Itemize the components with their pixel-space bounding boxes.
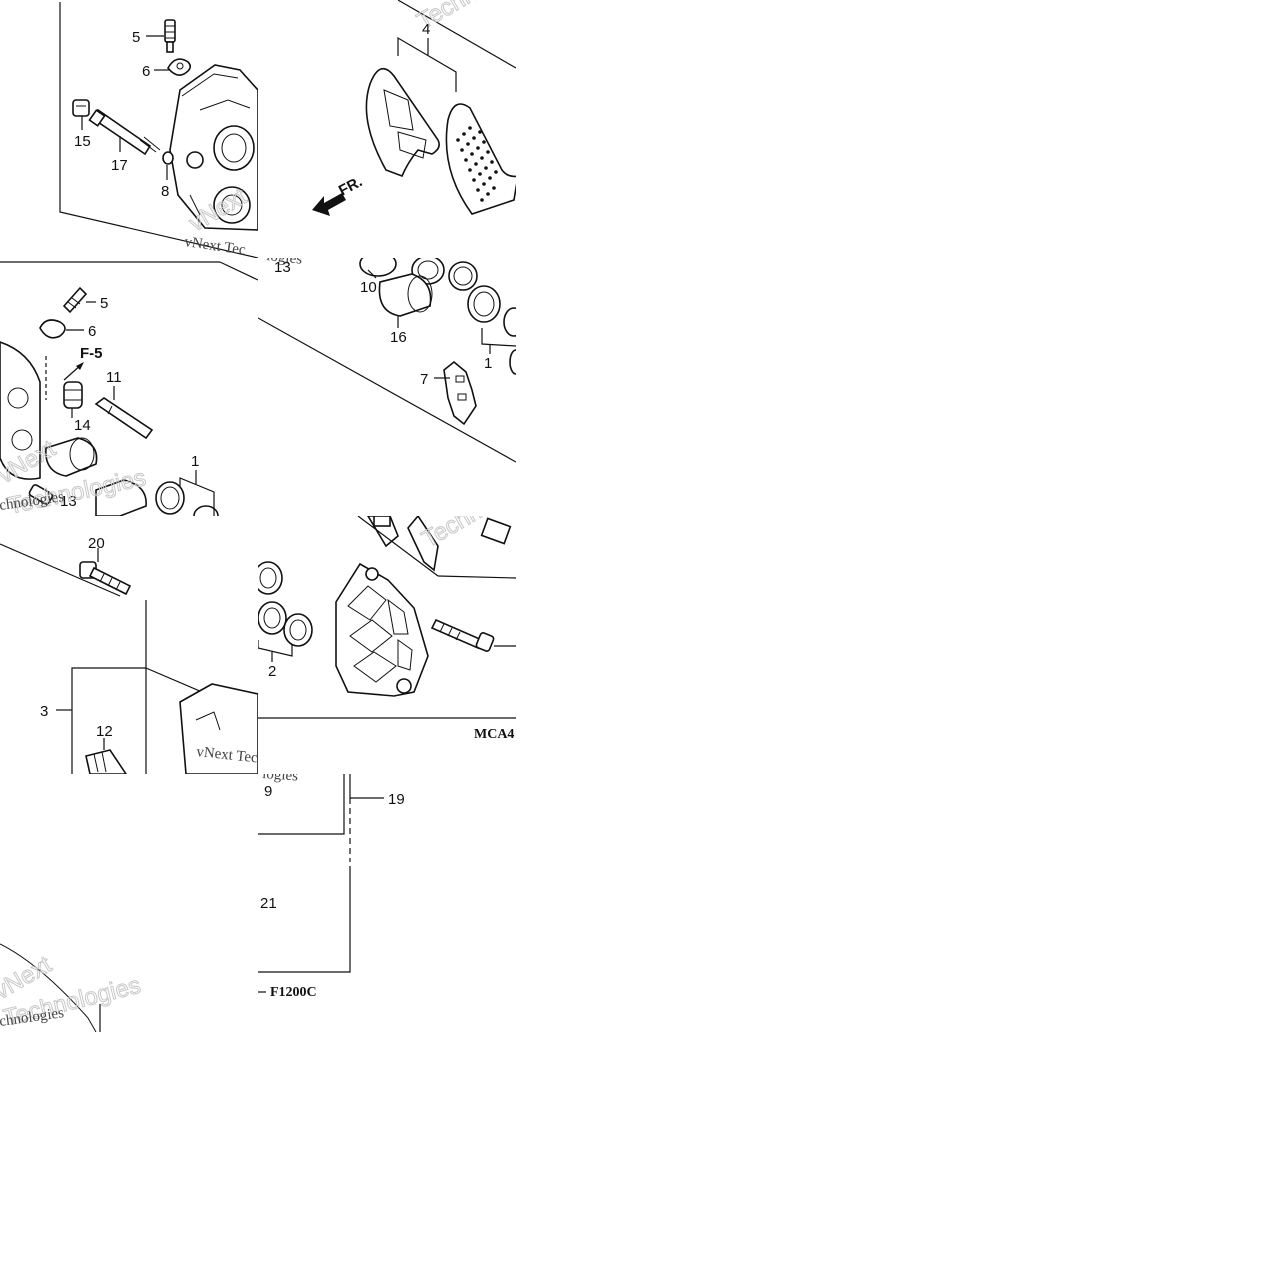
callout-6: 6 [88,323,96,340]
drawing-code: F1200C [270,985,317,1000]
callout-17: 17 [111,157,128,174]
callout-16: 16 [390,329,407,346]
watermark-text: logies [262,774,299,785]
mounting-bolt-part [430,618,495,652]
callout-5: 5 [100,295,108,312]
diagram-tile-brake-pads: Techno 4 [258,0,516,258]
callout-9: 9 [264,783,272,800]
callout-11: 11 [106,369,122,386]
callout-4: 4 [422,21,430,38]
callout-21: 21 [260,895,277,912]
washer-part [162,151,174,165]
pin-boot-part [63,381,83,409]
section-reference: F-5 [80,345,103,362]
callout-5: 5 [132,29,140,46]
callout-1: 1 [191,453,199,470]
bleeder-cap-part [167,58,192,76]
callout-14: 14 [74,417,91,434]
callout-19: 19 [388,791,405,808]
bleeder-cap-part [39,319,66,339]
caliper-bracket-part [179,683,258,774]
callout-7: 7 [420,371,428,388]
diagram-tile-caliper-outer: Techno 2 [258,516,516,774]
brake-pad-outer-part [445,103,516,215]
callout-20: 20 [88,535,105,552]
brake-pad-inner-part [365,67,440,178]
callout-6: 6 [142,63,150,80]
callout-13: 13 [60,493,77,510]
piston-seal-part [155,481,185,515]
watermark-text: logies [266,258,303,268]
watermark-text: vNext Tec [183,234,247,258]
caliper-outer-part [335,562,429,697]
drawing-code: MCA4 [474,727,514,742]
callout-2: 2 [268,663,276,680]
diagram-tile-caliper-side: 5 6 F-5 14 11 [0,258,258,516]
diagram-tile-assembly-legend: logies 9 19 21 F1200C [258,774,516,1032]
piston-seal-part [258,561,313,647]
caliper-half-part [0,341,41,480]
pad-spring-part [443,360,477,426]
callout-8: 8 [161,183,169,200]
caliper-nut-part [72,99,90,117]
front-direction-arrow-icon [312,193,346,216]
small-bolt-part [28,484,54,505]
slide-pin-part [94,397,154,440]
diagram-tile-pistons-seals: logies 13 10 16 [258,258,516,516]
bleeder-screw-part [164,19,176,53]
bleeder-screw-part [62,286,88,314]
pin-bolt-part [88,108,161,156]
callout-10: 10 [360,279,377,296]
caliper-body-part [169,64,258,231]
diagram-tile-caliper-top: 5 6 [0,0,258,258]
diagram-tile-watermark-lower: vNext Technologies chnologies [0,774,258,1032]
bracket-bolt-part [85,749,127,774]
callout-13: 13 [274,259,291,276]
callout-3: 3 [40,703,48,720]
caliper-piston-part [378,273,433,317]
diagram-tile-bracket: 20 3 12 vNext Tec [0,516,258,774]
callout-15: 15 [74,133,91,150]
callout-12: 12 [96,723,113,740]
piston-seal-part [467,285,516,375]
mounting-bolt-part [79,561,132,596]
watermark-text: vNext Tec [196,744,258,766]
caliper-piston-part [45,437,147,516]
callout-1: 1 [484,355,492,372]
